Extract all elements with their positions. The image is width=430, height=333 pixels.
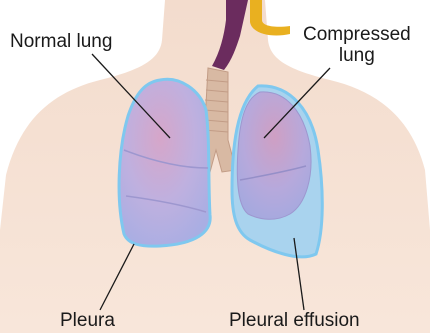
yellow-vessel <box>250 0 290 36</box>
pleura-label: Pleura <box>60 310 115 331</box>
compressed-lung-label: Compressed lung <box>303 24 411 66</box>
pleural-effusion-label: Pleural effusion <box>229 310 360 331</box>
normal-lung-label: Normal lung <box>10 31 112 52</box>
